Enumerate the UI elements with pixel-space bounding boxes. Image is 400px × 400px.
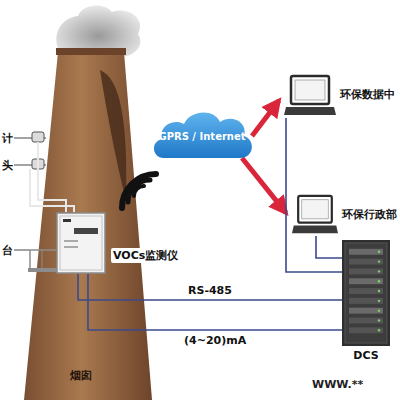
sensor [32, 132, 44, 142]
chimney-rim [56, 48, 126, 55]
cut-label: 台 [2, 243, 13, 258]
cabinet-shape [56, 212, 106, 274]
signal-wire [316, 236, 342, 258]
platform [28, 268, 60, 272]
server-rack: DCS [342, 240, 390, 346]
laptop-node: 环保行政部 [292, 194, 338, 236]
node-label: 环保数据中 [340, 87, 395, 102]
sample-pipe [38, 142, 66, 212]
wireless-signal [122, 174, 156, 208]
wire-label: RS-485 [186, 284, 234, 297]
chimney-shadow [100, 70, 126, 200]
signal-wire [286, 118, 342, 272]
chimney-label: 烟囱 [70, 368, 92, 383]
watermark: WWW.** [312, 378, 363, 391]
sample-pipe [30, 169, 74, 212]
node-label: 环保行政部 [342, 207, 397, 222]
signal-wire [78, 274, 342, 300]
data-arrow [252, 100, 279, 136]
laptop-shape [284, 74, 336, 118]
cut-label: 计 [2, 131, 13, 146]
smoke [56, 6, 140, 57]
cut-label: 头 [2, 158, 13, 173]
data-arrow [242, 158, 286, 213]
signal-wire [88, 274, 342, 330]
rack-shape [342, 240, 390, 346]
node-label: VOCs监测仪 [111, 248, 180, 263]
chimney-body [24, 52, 152, 400]
monitor-cabinet: VOCs监测仪 [56, 212, 106, 274]
wire-label: (4~20)mA [182, 334, 248, 347]
laptop-node: 环保数据中 [284, 74, 336, 118]
node-label: GPRS / Internet [150, 108, 254, 164]
laptop-shape [292, 194, 338, 236]
node-label: DCS [342, 349, 390, 362]
cloud-node: GPRS / Internet [150, 108, 254, 164]
